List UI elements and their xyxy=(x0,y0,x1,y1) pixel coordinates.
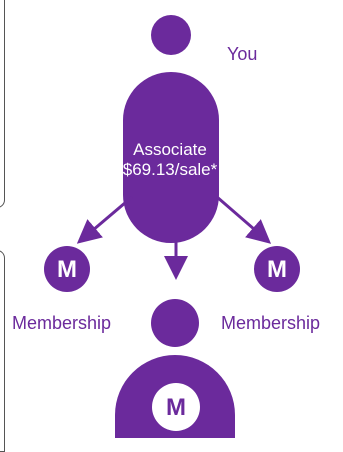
membership-right-label: Membership xyxy=(221,313,321,333)
arrow-down-left-icon xyxy=(76,195,133,244)
membership-badge-left-icon xyxy=(44,246,90,292)
you-label: You xyxy=(227,44,258,64)
membership-badge-right-icon xyxy=(254,246,300,292)
arrow-down-right-icon xyxy=(216,195,272,244)
membership-badge-left-letter: M xyxy=(57,256,77,283)
associate-rate: $69.13/sale* xyxy=(122,160,218,179)
membership-badge-bottom-letter: M xyxy=(166,394,186,421)
membership-badge-right-letter: M xyxy=(267,256,287,283)
referral-diagram xyxy=(44,15,300,438)
associate-title: Associate xyxy=(133,140,207,159)
referral-person-icon xyxy=(115,299,235,438)
membership-left-label: Membership xyxy=(12,313,112,333)
you-person-icon xyxy=(151,15,191,55)
associate-person-icon xyxy=(123,72,219,243)
